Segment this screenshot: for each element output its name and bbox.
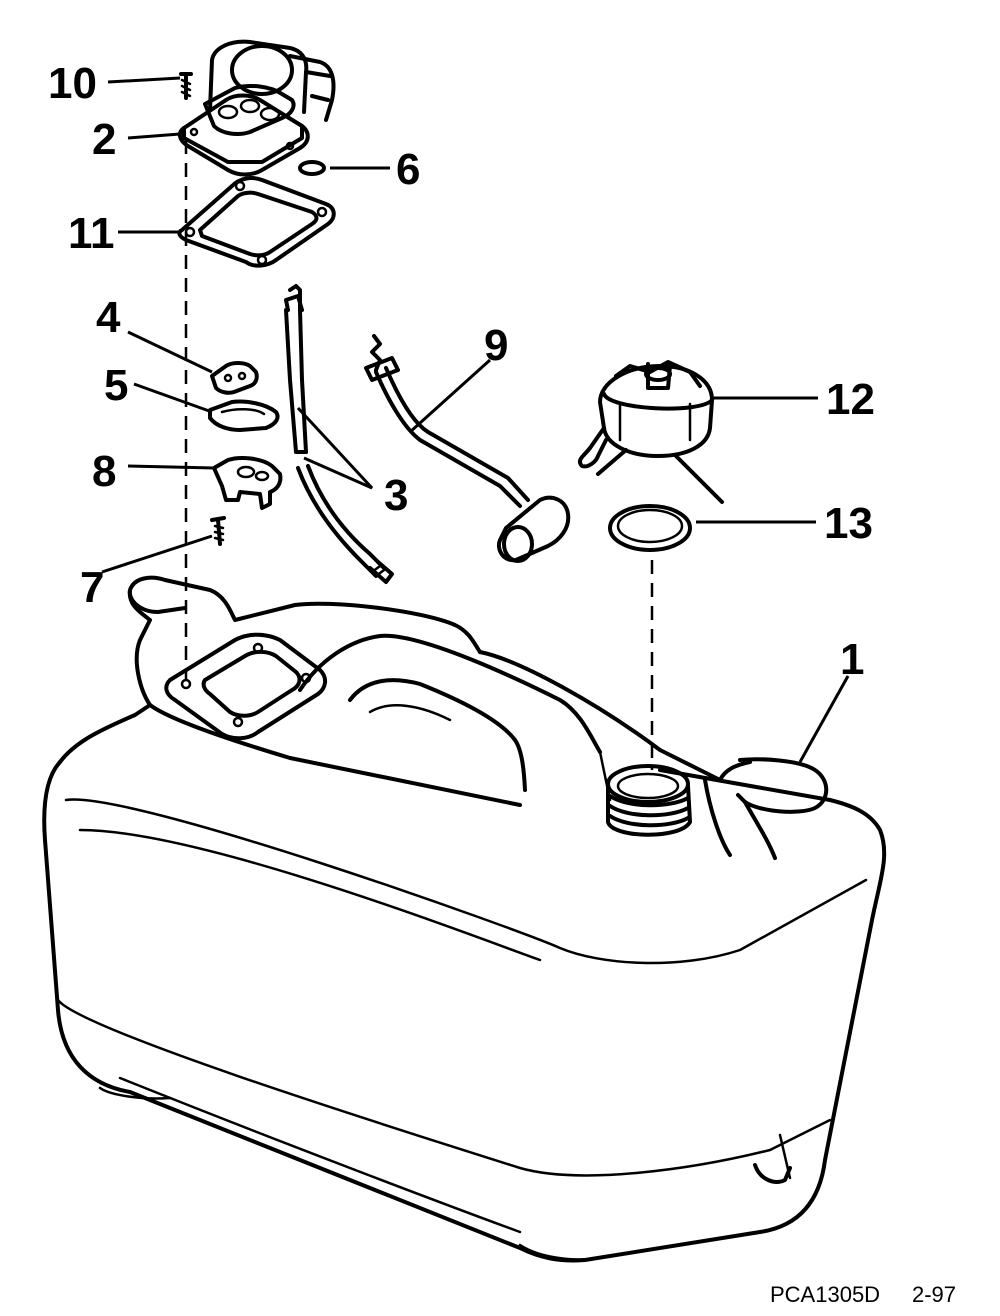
o-ring-part-6 <box>298 160 326 176</box>
drawing-date: 2-97 <box>912 1282 957 1307</box>
callout-2: 2 <box>92 115 117 164</box>
callout-11: 11 <box>68 209 115 258</box>
callout-8: 8 <box>92 447 117 496</box>
clip-part-8 <box>212 456 283 510</box>
retainer-part-4 <box>210 361 259 395</box>
pickup-tube-part-3 <box>284 284 394 584</box>
callout-9: 9 <box>484 321 509 370</box>
callout-12: 12 <box>826 375 875 424</box>
float-arm-part-9 <box>364 334 571 563</box>
callout-7: 7 <box>80 563 105 612</box>
callout-6: 6 <box>396 145 421 194</box>
drawing-code: PCA1305D <box>770 1282 881 1307</box>
gasket-part-11 <box>177 176 336 268</box>
callout-13: 13 <box>824 499 873 548</box>
callout-1: 1 <box>840 635 865 684</box>
screw-part-10 <box>179 72 193 100</box>
fuel-tank <box>42 575 887 1263</box>
callout-10: 10 <box>48 59 97 108</box>
leader-lines <box>101 76 850 763</box>
callout-4: 4 <box>96 293 121 342</box>
callout-3: 3 <box>384 471 409 520</box>
callout-5: 5 <box>104 361 129 410</box>
seal-part-5 <box>208 399 280 432</box>
screw-part-7 <box>210 516 226 546</box>
filler-cap-part-12 <box>577 360 724 504</box>
cap-gasket-part-13 <box>608 504 692 552</box>
fuel-gauge-part-2 <box>177 39 336 177</box>
